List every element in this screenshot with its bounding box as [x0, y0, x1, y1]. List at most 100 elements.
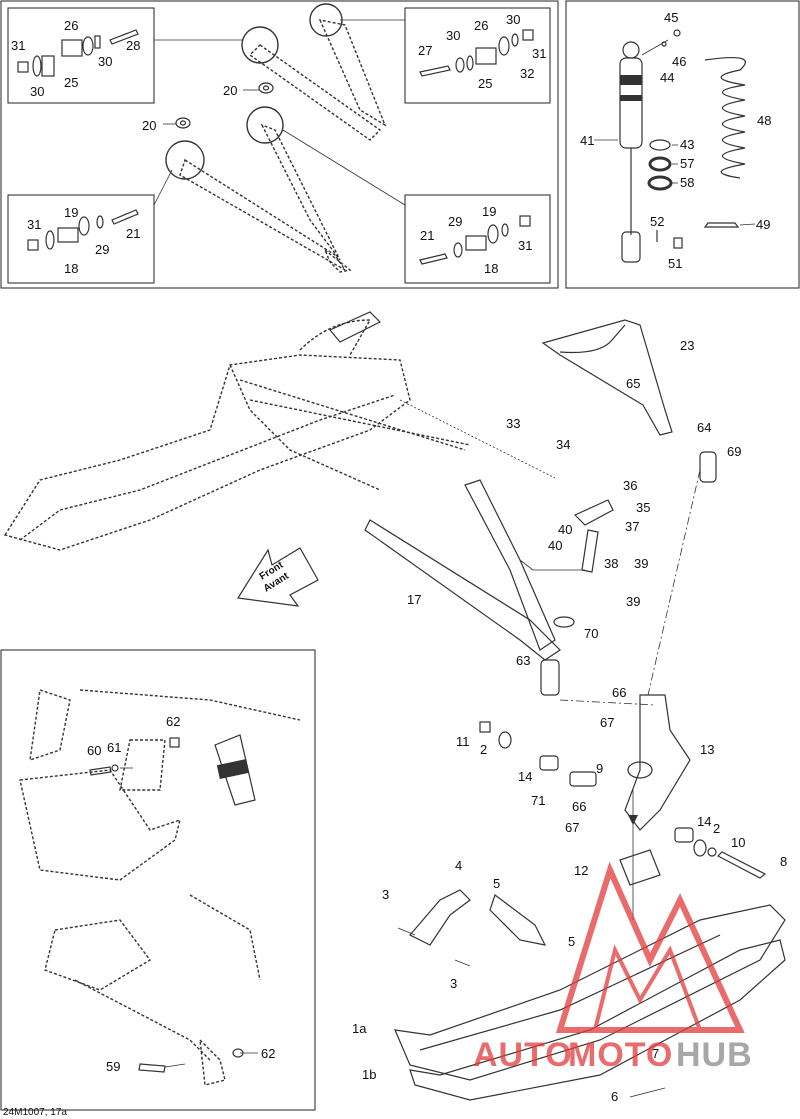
hardware-set-top-right [419, 29, 534, 77]
callout-58: 58 [680, 175, 694, 190]
callout-31b: 31 [532, 46, 546, 61]
bottom-left-fasteners [89, 737, 244, 1073]
callout-29b: 29 [448, 214, 462, 229]
spring-48 [704, 56, 746, 179]
pad-49 [703, 222, 740, 228]
bottom-left-assembly-sketch [19, 689, 301, 1086]
callout-20a: 20 [223, 83, 237, 98]
callout-65: 65 [626, 376, 640, 391]
callout-70: 70 [584, 626, 598, 641]
callout-66b: 66 [572, 799, 586, 814]
callout-34: 34 [556, 437, 570, 452]
hardware-set-bottom-right [419, 215, 531, 265]
bolts-11-2-8-10 [479, 721, 767, 879]
arrow-down-icon [628, 815, 638, 825]
callout-11: 11 [456, 734, 470, 749]
callout-64: 64 [697, 420, 711, 435]
callout-19a: 19 [64, 205, 78, 220]
bracket-35-38 [573, 499, 614, 573]
upper-a-arm-23 [541, 319, 673, 436]
callout-43: 43 [680, 137, 694, 152]
shock-absorber-41 [619, 41, 643, 263]
callout-67a: 67 [600, 715, 614, 730]
callout-33: 33 [506, 416, 520, 431]
callout-20b: 20 [142, 118, 156, 133]
callout-38: 38 [604, 556, 618, 571]
callout-30a: 30 [98, 54, 112, 69]
callout-17: 17 [407, 592, 421, 607]
hardware-set-top-left [17, 29, 139, 77]
callout-40a: 40 [558, 522, 572, 537]
bushings-14-9 [539, 755, 694, 843]
callout-52: 52 [650, 214, 664, 229]
callout-26b: 26 [474, 18, 488, 33]
callout-62b: 62 [261, 1046, 275, 1061]
callout-71: 71 [531, 793, 545, 808]
callout-7: 7 [652, 1046, 659, 1061]
inset-box-bottom-left [7, 194, 155, 284]
callout-27: 27 [418, 43, 432, 58]
top-left-panel [0, 0, 559, 289]
callout-8: 8 [780, 854, 787, 869]
callout-31a: 31 [11, 38, 25, 53]
callout-19b: 19 [482, 204, 496, 219]
ball-joints-63-69 [540, 451, 717, 696]
top-right-panel [565, 0, 800, 289]
callout-41: 41 [580, 133, 594, 148]
callout-67b: 67 [565, 820, 579, 835]
callout-45: 45 [664, 10, 678, 25]
callout-66a: 66 [612, 685, 626, 700]
callout-21b: 21 [420, 228, 434, 243]
callout-61: 61 [107, 740, 121, 755]
inset-box-top-right [404, 7, 551, 104]
callout-13: 13 [700, 742, 714, 757]
watermark-auto: AUTO [473, 1036, 573, 1074]
callout-57: 57 [680, 156, 694, 171]
rings-43-57-58 [647, 139, 673, 191]
callout-44: 44 [660, 70, 674, 85]
callout-5a: 5 [493, 876, 500, 891]
callout-39b: 39 [626, 594, 640, 609]
callout-39a: 39 [634, 556, 648, 571]
callout-1b: 1b [362, 1067, 376, 1082]
callout-21a: 21 [126, 226, 140, 241]
callout-51: 51 [668, 256, 682, 271]
callout-29a: 29 [95, 242, 109, 257]
bottom-left-panel [0, 649, 316, 1111]
callout-60: 60 [87, 743, 101, 758]
callout-63: 63 [516, 653, 530, 668]
callout-59: 59 [106, 1059, 120, 1074]
spindle-13 [624, 694, 691, 831]
callout-32: 32 [520, 66, 534, 81]
callout-14a: 14 [518, 769, 532, 784]
figure-reference-code: 24M1007, 17a [3, 1107, 67, 1118]
washer-20-lower [175, 117, 191, 129]
callout-25b: 25 [478, 76, 492, 91]
callout-25a: 25 [64, 75, 78, 90]
callout-30b: 30 [30, 84, 44, 99]
watermark-logo: AUTO MOTO HUB [473, 861, 753, 1074]
callout-69: 69 [727, 444, 741, 459]
callout-30d: 30 [446, 28, 460, 43]
callout-48: 48 [757, 113, 771, 128]
lower-a-arm-sketch [165, 106, 352, 273]
callout-4: 4 [455, 858, 462, 873]
callout-30c: 30 [506, 12, 520, 27]
inset-box-top-left [7, 7, 155, 104]
watermark-hub: HUB [676, 1036, 753, 1074]
callout-36: 36 [623, 478, 637, 493]
callout-3b: 3 [450, 976, 457, 991]
callout-40b: 40 [548, 538, 562, 553]
callout-49: 49 [756, 217, 770, 232]
callout-1a: 1a [352, 1021, 367, 1036]
callout-23: 23 [680, 338, 694, 353]
handle-4-bracket-5 [409, 889, 547, 946]
callout-14b: 14 [697, 814, 711, 829]
callout-12: 12 [574, 863, 588, 878]
callout-2b: 2 [713, 821, 720, 836]
watermark-moto: MOTO [568, 1036, 673, 1074]
callout-31d: 31 [518, 238, 532, 253]
callout-28: 28 [126, 38, 140, 53]
callout-9: 9 [596, 761, 603, 776]
lower-a-arm-17 [364, 479, 561, 661]
